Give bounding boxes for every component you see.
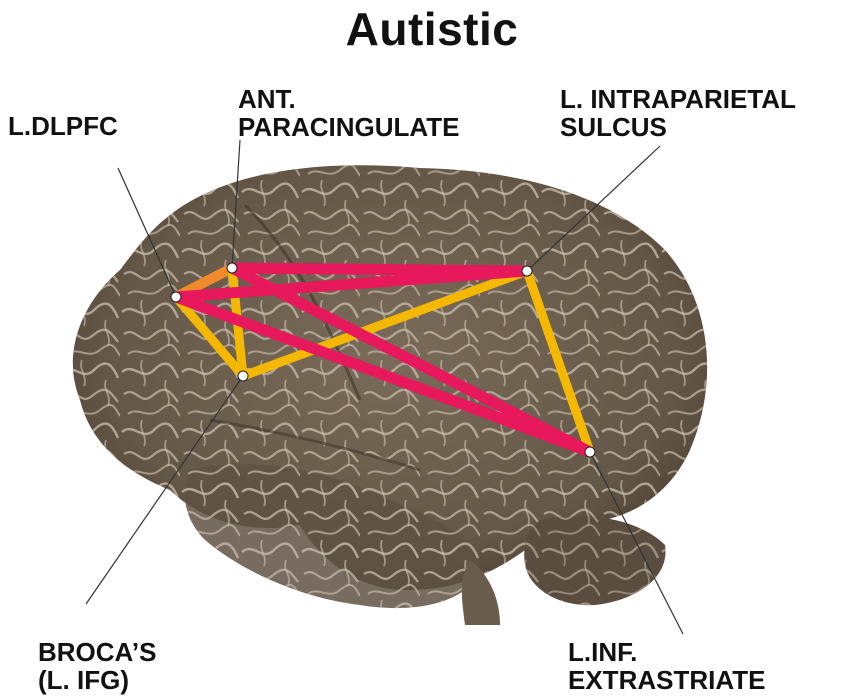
node-broca (238, 371, 248, 381)
label-paracingulate: ANT. PARACINGULATE (238, 85, 459, 141)
label-extrastriate-line-2: EXTRASTRIATE (568, 666, 765, 694)
node-paracingulate (227, 263, 237, 273)
node-dlpfc (171, 292, 181, 302)
label-broca-line-2: (L. IFG) (38, 666, 156, 694)
label-dlpfc-line-1: L.DLPFC (8, 112, 118, 140)
label-paracingulate-line-2: PARACINGULATE (238, 113, 459, 141)
label-broca: BROCA’S (L. IFG) (38, 638, 156, 694)
label-broca-line-1: BROCA’S (38, 638, 156, 666)
label-intraparietal-line-1: L. INTRAPARIETAL (560, 85, 796, 113)
node-extrastriate (585, 447, 595, 457)
brain-image (73, 165, 707, 625)
connection-paracingulate-intraparietal (232, 268, 527, 271)
label-intraparietal-line-2: SULCUS (560, 113, 796, 141)
label-dlpfc: L.DLPFC (8, 112, 118, 140)
diagram-title: Autistic (0, 2, 864, 56)
label-paracingulate-line-1: ANT. (238, 85, 459, 113)
label-extrastriate: L.INF. EXTRASTRIATE (568, 638, 765, 694)
label-extrastriate-line-1: L.INF. (568, 638, 765, 666)
label-intraparietal: L. INTRAPARIETAL SULCUS (560, 85, 796, 141)
node-intraparietal (522, 266, 532, 276)
